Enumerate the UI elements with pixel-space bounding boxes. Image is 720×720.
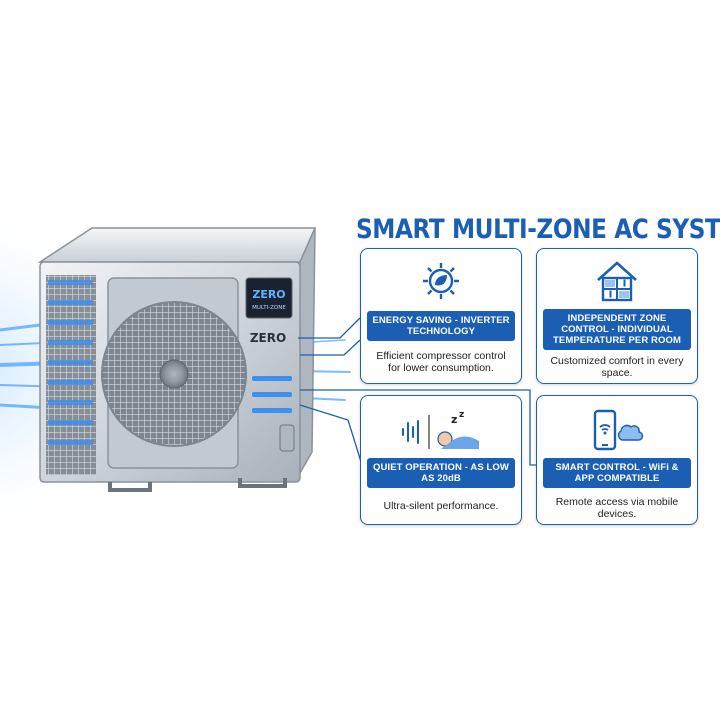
pipe-connector [279,424,295,452]
house-thermometer-icon [537,255,697,307]
feature-desc-smart: Remote access via mobile devices. [555,496,679,520]
page-title: SMART MULTI-ZONE AC SYSTEM [356,214,720,246]
phone-cloud-icon [537,404,697,456]
unit-foot-right [238,478,287,488]
svg-text:z: z [451,413,457,426]
feature-card-quiet: z z QUIET OPERATION - AS LOW AS 20dB Ult… [360,395,522,525]
sleeping-person-icon: z z [361,404,521,456]
feature-card-smart: SMART CONTROL - WiFi & APP COMPATIBLE Re… [536,395,698,525]
feature-label-energy: ENERGY SAVING - INVERTER TECHNOLOGY [367,311,515,341]
feature-label-zone: INDEPENDENT ZONE CONTROL - INDIVIDUAL TE… [543,309,691,350]
indicator-bars [252,376,292,413]
display-sub: MULTI-ZONE [252,305,286,311]
unit-foot-left [108,482,152,492]
fan-hub [159,359,189,389]
connector-lines [298,317,540,466]
display-panel [245,277,293,319]
feature-desc-energy: Efficient compressor control for lower c… [376,350,506,374]
feature-card-zone: INDEPENDENT ZONE CONTROL - INDIVIDUAL TE… [536,248,698,384]
feature-label-quiet: QUIET OPERATION - AS LOW AS 20dB [367,458,515,488]
feature-desc-quiet: Ultra-silent performance. [383,500,499,512]
eco-gear-icon [361,255,521,307]
feature-desc-zone: Customized comfort in every space. [550,355,684,379]
feature-label-smart: SMART CONTROL - WiFi & APP COMPATIBLE [543,458,691,488]
panel-brand: ZERO [250,331,286,345]
svg-text:z: z [459,410,464,420]
feature-card-energy: ENERGY SAVING - INVERTER TECHNOLOGY Effi… [360,248,522,384]
side-vent-lights [48,280,93,445]
display-brand: ZERO [252,288,285,301]
